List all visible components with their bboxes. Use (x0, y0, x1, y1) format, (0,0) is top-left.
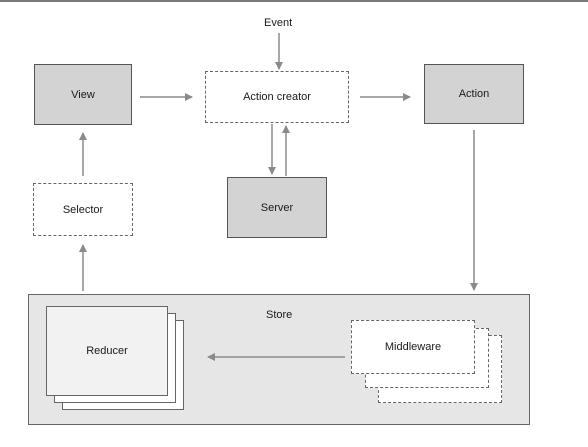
reducer-label: Reducer (86, 345, 128, 357)
server-label: Server (260, 201, 294, 214)
selector-node: Selector (33, 183, 133, 236)
action-label: Action (458, 88, 490, 100)
top-border-line (0, 0, 588, 2)
action-node: Action (424, 64, 524, 124)
view-node: View (34, 64, 132, 125)
reducer-node: Reducer (46, 306, 168, 396)
action-creator-node: Action creator (205, 71, 349, 123)
action-creator-label: Action creator (243, 91, 311, 103)
selector-label: Selector (62, 203, 104, 216)
store-label: Store (266, 309, 293, 321)
view-label: View (71, 88, 95, 101)
server-node: Server (227, 177, 327, 238)
event-label: Event (264, 17, 293, 29)
middleware-label: Middleware (384, 341, 442, 353)
middleware-node: Middleware (351, 320, 475, 374)
